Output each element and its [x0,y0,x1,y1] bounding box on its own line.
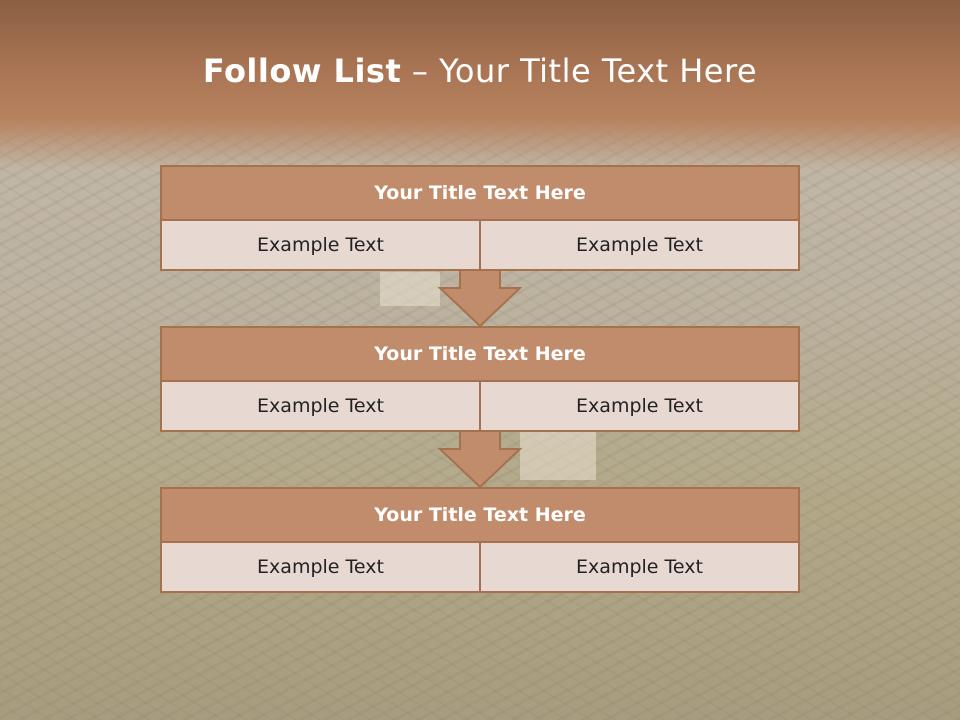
block-title: Your Title Text Here [160,487,800,543]
block-cell-left: Example Text [160,221,481,271]
block-cell-right: Example Text [479,221,800,271]
block-cells: Example Text Example Text [160,543,800,593]
block-cell-left: Example Text [160,382,481,432]
block-cells: Example Text Example Text [160,221,800,271]
list-block-1: Your Title Text Here Example Text Exampl… [160,165,800,271]
block-cell-right: Example Text [479,543,800,593]
list-block-2: Your Title Text Here Example Text Exampl… [160,326,800,432]
down-arrow-icon [438,270,522,328]
block-cell-left: Example Text [160,543,481,593]
slide-title-rest: – Your Title Text Here [401,52,758,90]
block-title: Your Title Text Here [160,165,800,221]
block-cells: Example Text Example Text [160,382,800,432]
slide-title-bold: Follow List [202,52,402,90]
background-building [380,272,440,306]
block-title: Your Title Text Here [160,326,800,382]
list-block-3: Your Title Text Here Example Text Exampl… [160,487,800,593]
block-cell-right: Example Text [479,382,800,432]
header-band [0,0,960,170]
background-building [520,432,596,480]
slide-title: Follow List – Your Title Text Here [0,52,960,90]
down-arrow-icon [438,431,522,489]
